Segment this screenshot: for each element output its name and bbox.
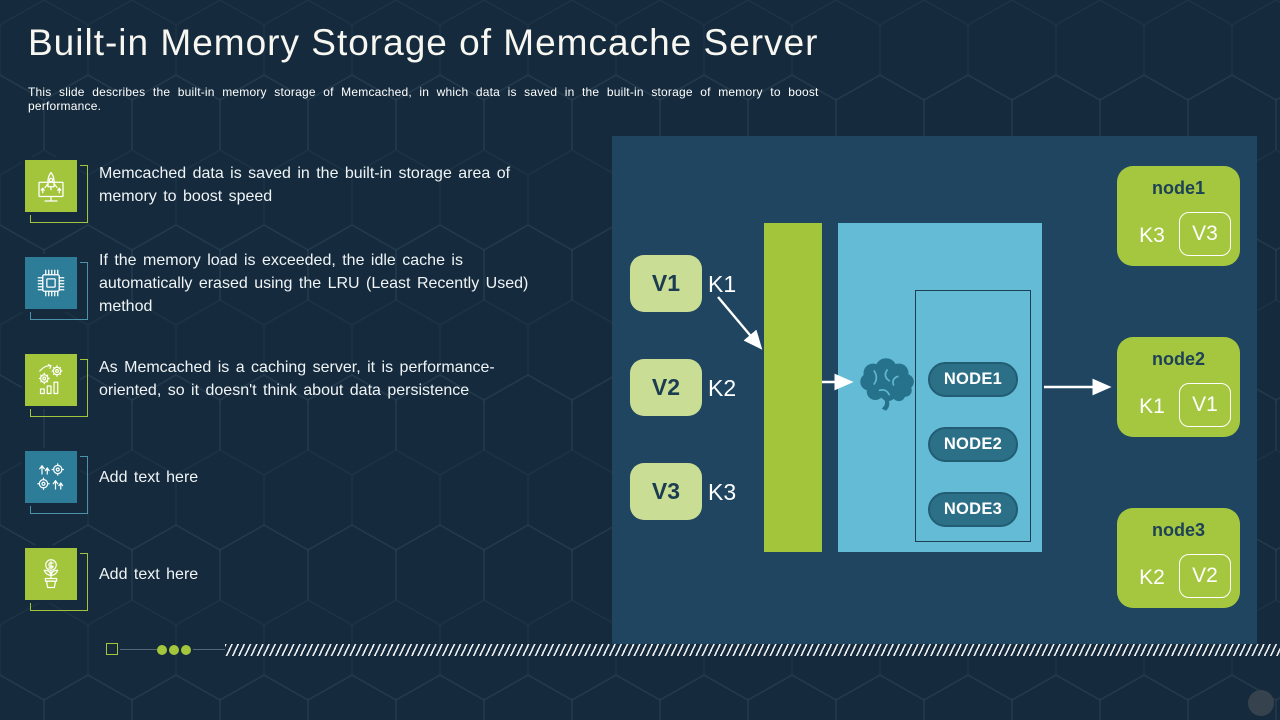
progress-dot (157, 645, 167, 655)
bullet-text-1: Memcached data is saved in the built-in … (99, 165, 511, 205)
hatched-progress-band (225, 644, 1280, 656)
bullet-icon-2 (22, 254, 90, 322)
node-card-value: V2 (1179, 554, 1231, 598)
bullet-icon-1 (22, 157, 90, 225)
node-card-value: V1 (1179, 383, 1231, 427)
value-box-v3: V3 (630, 463, 702, 520)
bullet-icon-4 (22, 448, 90, 516)
node-card-1: node1 K3 V3 (1117, 166, 1240, 266)
memory-bar (764, 223, 822, 552)
gears-growth-icon (22, 351, 80, 409)
page-subtitle: This slide describes the built-in memory… (28, 85, 819, 113)
node-card-2: node2 K1 V1 (1117, 337, 1240, 437)
progress-square-marker (106, 643, 118, 655)
progress-line (193, 649, 225, 650)
progress-dot (169, 645, 179, 655)
progress-line (120, 649, 157, 650)
node-card-key: K1 (1139, 395, 1165, 418)
key-label-k2: K2 (708, 375, 737, 401)
node-pill-3: NODE3 (928, 492, 1018, 527)
node-pill-2: NODE2 (928, 427, 1018, 462)
bullet-text-4: Add text here (99, 469, 199, 486)
value-box-v2: V2 (630, 359, 702, 416)
bullet-text-5: Add text here (99, 566, 199, 583)
node-card-title: node2 (1151, 349, 1205, 369)
corner-logo-circle (1248, 690, 1274, 716)
monitor-rocket-icon (22, 157, 80, 215)
node-pill-1: NODE1 (928, 362, 1018, 397)
arrows-gears-icon (22, 448, 80, 506)
cpu-chip-icon (22, 254, 80, 312)
node-card-title: node1 (1151, 178, 1205, 198)
node-card-title: node3 (1151, 520, 1205, 540)
node-list-frame (915, 290, 1031, 542)
node-card-3: node3 K2 V2 (1117, 508, 1240, 608)
bullet-text-3: As Memcached is a caching server, it is … (99, 359, 495, 399)
progress-dot (181, 645, 191, 655)
page-title: Built-in Memory Storage of Memcache Serv… (28, 22, 819, 63)
node-card-value: V3 (1179, 212, 1231, 256)
brain-icon (860, 358, 914, 411)
money-plant-icon (22, 545, 80, 603)
key-label-k3: K3 (708, 479, 737, 505)
bullet-icon-3 (22, 351, 90, 419)
node-card-key: K2 (1139, 566, 1165, 589)
bullet-text-2: If the memory load is exceeded, the idle… (99, 252, 529, 315)
key-label-k1: K1 (708, 271, 737, 297)
node-card-key: K3 (1139, 224, 1165, 247)
bullet-icon-5 (22, 545, 90, 613)
value-box-v1: V1 (630, 255, 702, 312)
